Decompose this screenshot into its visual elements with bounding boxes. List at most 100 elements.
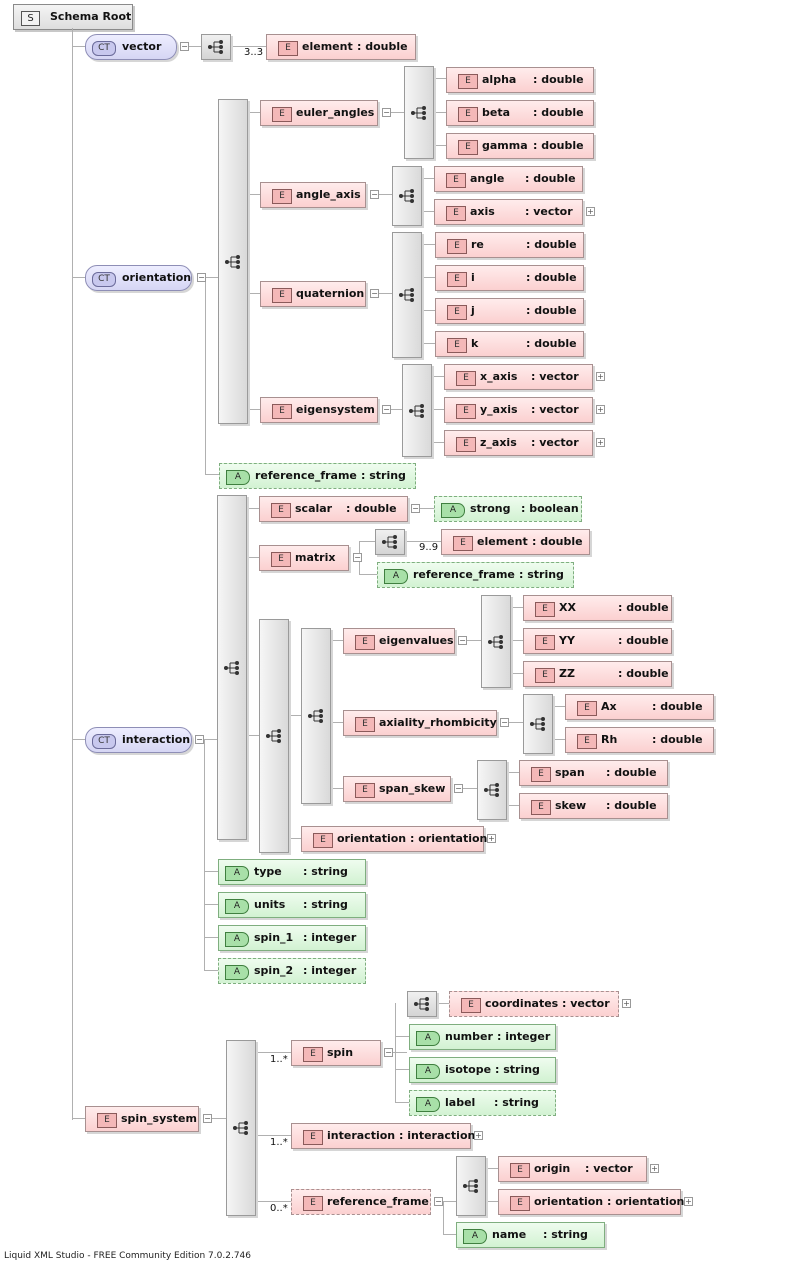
seq-angle-axis[interactable] <box>392 166 422 226</box>
seq-spin[interactable] <box>407 991 437 1017</box>
seq-orientation[interactable] <box>218 99 248 424</box>
collapse-icon[interactable]: − <box>370 289 379 298</box>
connector-line <box>245 557 259 558</box>
seq-shape-inner[interactable] <box>301 628 331 804</box>
schema-root[interactable]: S Schema Root <box>13 4 133 30</box>
seq-interaction[interactable] <box>217 495 247 840</box>
seq-quaternion[interactable] <box>392 232 422 358</box>
expand-icon[interactable]: + <box>684 1197 693 1206</box>
collapse-icon[interactable]: − <box>382 405 391 414</box>
seq-span-skew[interactable] <box>477 760 507 820</box>
seq-shape-choice[interactable] <box>259 619 289 853</box>
element-badge: E <box>456 371 476 386</box>
node-name: orientation <box>122 271 192 284</box>
seq-axiality[interactable] <box>523 694 553 754</box>
expand-icon[interactable]: + <box>650 1164 659 1173</box>
collapse-icon[interactable]: − <box>353 553 362 562</box>
seq-vector[interactable] <box>201 34 231 60</box>
seq-spin-system[interactable] <box>226 1040 256 1216</box>
seq-eigensystem[interactable] <box>402 364 432 457</box>
expand-icon[interactable]: + <box>586 207 595 216</box>
collapse-icon[interactable]: − <box>382 108 391 117</box>
collapse-icon[interactable]: − <box>434 1197 443 1206</box>
expand-icon[interactable]: + <box>487 834 496 843</box>
collapse-icon[interactable]: − <box>454 784 463 793</box>
collapse-icon[interactable]: − <box>370 190 379 199</box>
expand-icon[interactable]: + <box>596 438 605 447</box>
seq-euler-angles[interactable] <box>404 66 434 159</box>
collapse-icon[interactable]: − <box>203 1114 212 1123</box>
expand-icon[interactable]: + <box>596 372 605 381</box>
collapse-icon[interactable]: − <box>458 636 467 645</box>
collapse-icon[interactable]: − <box>411 504 420 513</box>
collapse-icon[interactable]: − <box>500 718 509 727</box>
expand-icon[interactable]: + <box>474 1131 483 1140</box>
connector-line <box>420 211 434 212</box>
collapse-icon[interactable]: − <box>197 273 206 282</box>
collapse-icon[interactable]: − <box>384 1048 393 1057</box>
expand-icon[interactable]: + <box>596 405 605 414</box>
connector-line <box>388 112 404 113</box>
seq-matrix[interactable] <box>375 529 405 555</box>
collapse-icon[interactable]: − <box>180 42 189 51</box>
seq-eigenvalues[interactable] <box>481 595 511 688</box>
expand-icon[interactable]: + <box>622 999 631 1008</box>
sequence-icon <box>462 1178 480 1194</box>
node-type: : integer <box>303 931 357 944</box>
seq-ref-frame[interactable] <box>456 1156 486 1216</box>
collapse-icon[interactable]: − <box>195 735 204 744</box>
